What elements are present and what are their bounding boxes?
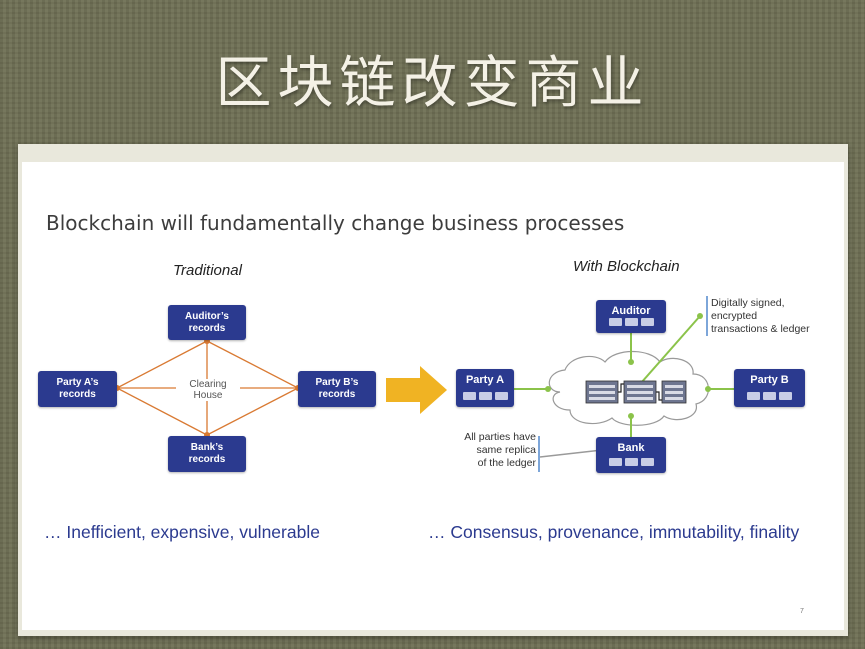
node-label-line1: Bank’s [190,442,224,453]
ledger-blocks [585,380,687,404]
blockchain-summary: … Consensus, provenance, immutability, f… [428,522,800,542]
page-number: 7 [800,608,804,615]
note-line3: transactions & ledger [711,323,810,335]
node-records-icon [596,458,666,466]
blockchain-heading: With Blockchain [573,258,680,275]
note-line2: same replica [476,444,536,456]
note-line1: All parties have [464,431,536,443]
clearing-line2: House [193,390,223,401]
clearing-house-label: Clearing House [176,379,240,401]
node-label-line2: records [318,389,356,400]
party-b-records-node: Party B’s records [298,371,376,407]
node-records-icon [734,392,805,400]
party-a-node: Party A [456,369,514,407]
node-label-line2: records [59,389,96,400]
note-line2: encrypted [711,310,758,322]
note-line3: of the ledger [477,457,536,469]
bank-node: Bank [596,437,666,473]
slide-title: 区块链改变商业 [215,51,650,116]
node-label-line1: Auditor’s [185,310,229,322]
node-label-line2: records [188,322,226,334]
auditor-records-node: Auditor’s records [168,305,246,340]
node-label: Party A [465,374,505,386]
note-line1: Digitally signed, [711,297,785,309]
traditional-summary: … Inefficient, expensive, vulnerable [44,522,320,542]
node-label: Auditor [611,305,651,317]
slide-subtitle: Blockchain will fundamentally change bus… [46,211,625,235]
ledger-note: Digitally signed, encrypted transactions… [711,297,810,336]
node-label-line2: records [188,454,226,465]
replica-note: All parties have same replica of the led… [452,431,536,470]
node-records-icon [596,318,666,326]
party-b-node: Party B [734,369,805,407]
traditional-heading: Traditional [173,262,242,279]
node-records-icon [456,392,514,400]
bank-records-node: Bank’s records [168,436,246,472]
transition-arrow [386,366,447,414]
party-a-records-node: Party A’s records [38,371,117,407]
node-label: Party B [750,374,789,386]
auditor-node: Auditor [596,300,666,333]
node-label: Bank [617,442,645,454]
node-label-line1: Party B’s [315,377,359,388]
node-label-line1: Party A’s [56,377,99,388]
clearing-line1: Clearing [189,379,227,390]
